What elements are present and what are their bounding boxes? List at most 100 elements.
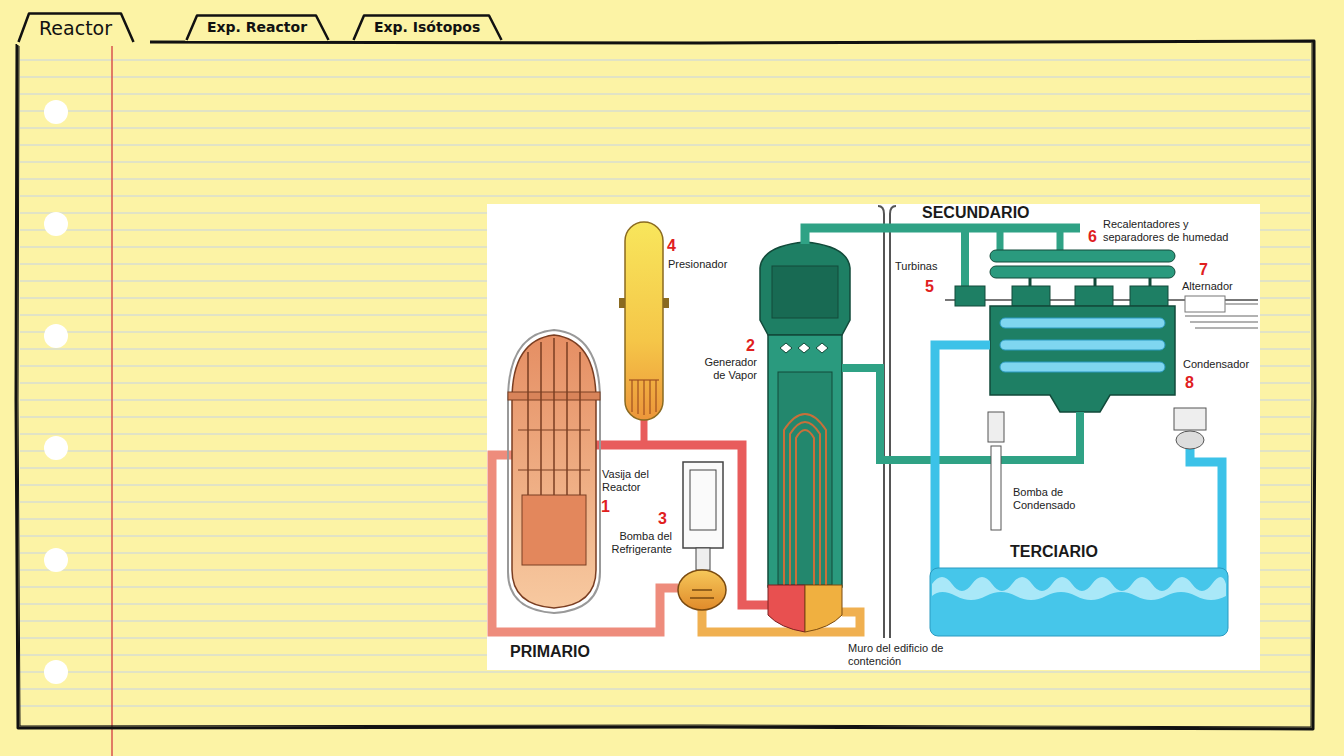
condenser-tubes bbox=[1000, 362, 1165, 372]
water-waves bbox=[932, 577, 1226, 600]
part-label: Bomba del Refrigerante bbox=[600, 530, 672, 556]
u-tubes bbox=[784, 414, 826, 585]
ruled-line bbox=[20, 162, 1310, 163]
pressurizer bbox=[625, 222, 663, 420]
ruled-line bbox=[20, 196, 1310, 197]
part-label: Recalentadores y separadores de humedad bbox=[1103, 218, 1239, 244]
condenser-tubes bbox=[1000, 340, 1165, 350]
pump-motor-detail bbox=[690, 470, 716, 530]
impeller bbox=[690, 590, 714, 598]
cooling-water-pipe bbox=[935, 345, 990, 576]
callout-number: 5 bbox=[925, 278, 934, 296]
tab-border bbox=[19, 14, 134, 43]
loop-title: SECUNDARIO bbox=[922, 204, 1030, 221]
condenser-tubes bbox=[1000, 318, 1165, 328]
reheater-outlet bbox=[1030, 278, 1150, 286]
cooling-pump-casing bbox=[1176, 431, 1204, 449]
reactor-vessel bbox=[512, 335, 596, 608]
separator bbox=[780, 343, 792, 353]
sg-outlet-plenum bbox=[805, 585, 842, 632]
alternator-leads bbox=[1185, 304, 1258, 328]
moisture-separators bbox=[780, 343, 828, 353]
binder-hole bbox=[44, 212, 68, 236]
part-label: Bomba de Condensado bbox=[1013, 486, 1093, 512]
heater bbox=[649, 380, 650, 414]
alternator bbox=[1185, 296, 1225, 312]
reactor-core bbox=[522, 495, 586, 565]
ruled-line bbox=[20, 77, 1310, 78]
binder-hole bbox=[44, 660, 68, 684]
sg-wrapper bbox=[778, 372, 832, 585]
core-plate bbox=[518, 430, 590, 431]
ruled-line bbox=[20, 706, 1310, 707]
condensate-pump-body bbox=[991, 446, 1001, 530]
diagram-ground bbox=[487, 204, 1260, 670]
margin-line bbox=[111, 46, 113, 756]
ruled-line bbox=[20, 145, 1310, 146]
callout-number: 6 bbox=[1088, 228, 1097, 246]
heater bbox=[655, 380, 656, 412]
reheater-feed bbox=[1000, 228, 1060, 252]
loop-title: TERCIARIO bbox=[1010, 543, 1098, 560]
support-lug bbox=[663, 298, 669, 308]
wall-label: Muro del edificio de contención bbox=[848, 642, 948, 668]
tab-border bbox=[354, 16, 502, 41]
pump-casing bbox=[678, 570, 726, 610]
u-tube bbox=[790, 422, 820, 585]
pump-shaft bbox=[696, 548, 710, 570]
ruled-line bbox=[20, 111, 1310, 112]
sg-shell bbox=[768, 335, 842, 587]
cooling-water-pipe bbox=[1190, 449, 1222, 574]
condensate-pump-motor bbox=[988, 412, 1004, 442]
part-label: Vasija del Reactor bbox=[602, 468, 664, 494]
sg-inlet-plenum bbox=[768, 585, 805, 632]
callout-number: 2 bbox=[746, 337, 755, 355]
binder-holes bbox=[44, 100, 68, 684]
callout-number: 7 bbox=[1199, 261, 1208, 279]
separator bbox=[798, 343, 810, 353]
folder-tab: Exp. Isótopos bbox=[352, 14, 502, 41]
part-label: Generador de Vapor bbox=[693, 356, 757, 382]
turbine-lp bbox=[1075, 286, 1113, 306]
folder-tab: Reactor bbox=[17, 12, 134, 45]
turbine-hp bbox=[955, 286, 985, 306]
ruled-line bbox=[20, 179, 1310, 180]
u-tube bbox=[796, 430, 814, 585]
u-tube bbox=[784, 414, 826, 585]
ruled-line bbox=[20, 689, 1310, 690]
reheater bbox=[990, 250, 1175, 262]
heater bbox=[631, 380, 632, 412]
separator bbox=[816, 343, 828, 353]
binder-hole bbox=[44, 436, 68, 460]
cooling-pump-motor bbox=[1174, 408, 1206, 430]
heaters bbox=[629, 380, 659, 415]
sg-dryer bbox=[772, 266, 838, 318]
tab-label: Exp. Isótopos bbox=[374, 18, 480, 36]
core-plate bbox=[518, 470, 590, 471]
callout-number: 1 bbox=[601, 498, 610, 516]
page-border bbox=[16, 41, 1315, 729]
heater bbox=[637, 380, 638, 414]
part-label: Alternador bbox=[1182, 280, 1233, 293]
vessel-outline bbox=[508, 330, 600, 613]
callout-number: 8 bbox=[1185, 374, 1194, 392]
feedwater-line bbox=[842, 368, 1080, 460]
page-border-sketch bbox=[18, 43, 1312, 727]
callout-number: 4 bbox=[667, 237, 676, 255]
binder-hole bbox=[44, 100, 68, 124]
tab-label: Reactor bbox=[39, 16, 112, 40]
part-label: Condensador bbox=[1183, 358, 1249, 371]
reheater bbox=[990, 266, 1175, 278]
part-label: Turbinas bbox=[895, 260, 937, 273]
ruled-line bbox=[20, 60, 1310, 61]
heater bbox=[643, 380, 644, 415]
ruled-line bbox=[20, 672, 1310, 673]
steam-line bbox=[961, 228, 969, 286]
tab-fill bbox=[352, 16, 503, 42]
folder-tab: Exp. Reactor bbox=[185, 14, 329, 41]
tab-border bbox=[187, 16, 329, 41]
cooling-pool bbox=[930, 568, 1228, 636]
